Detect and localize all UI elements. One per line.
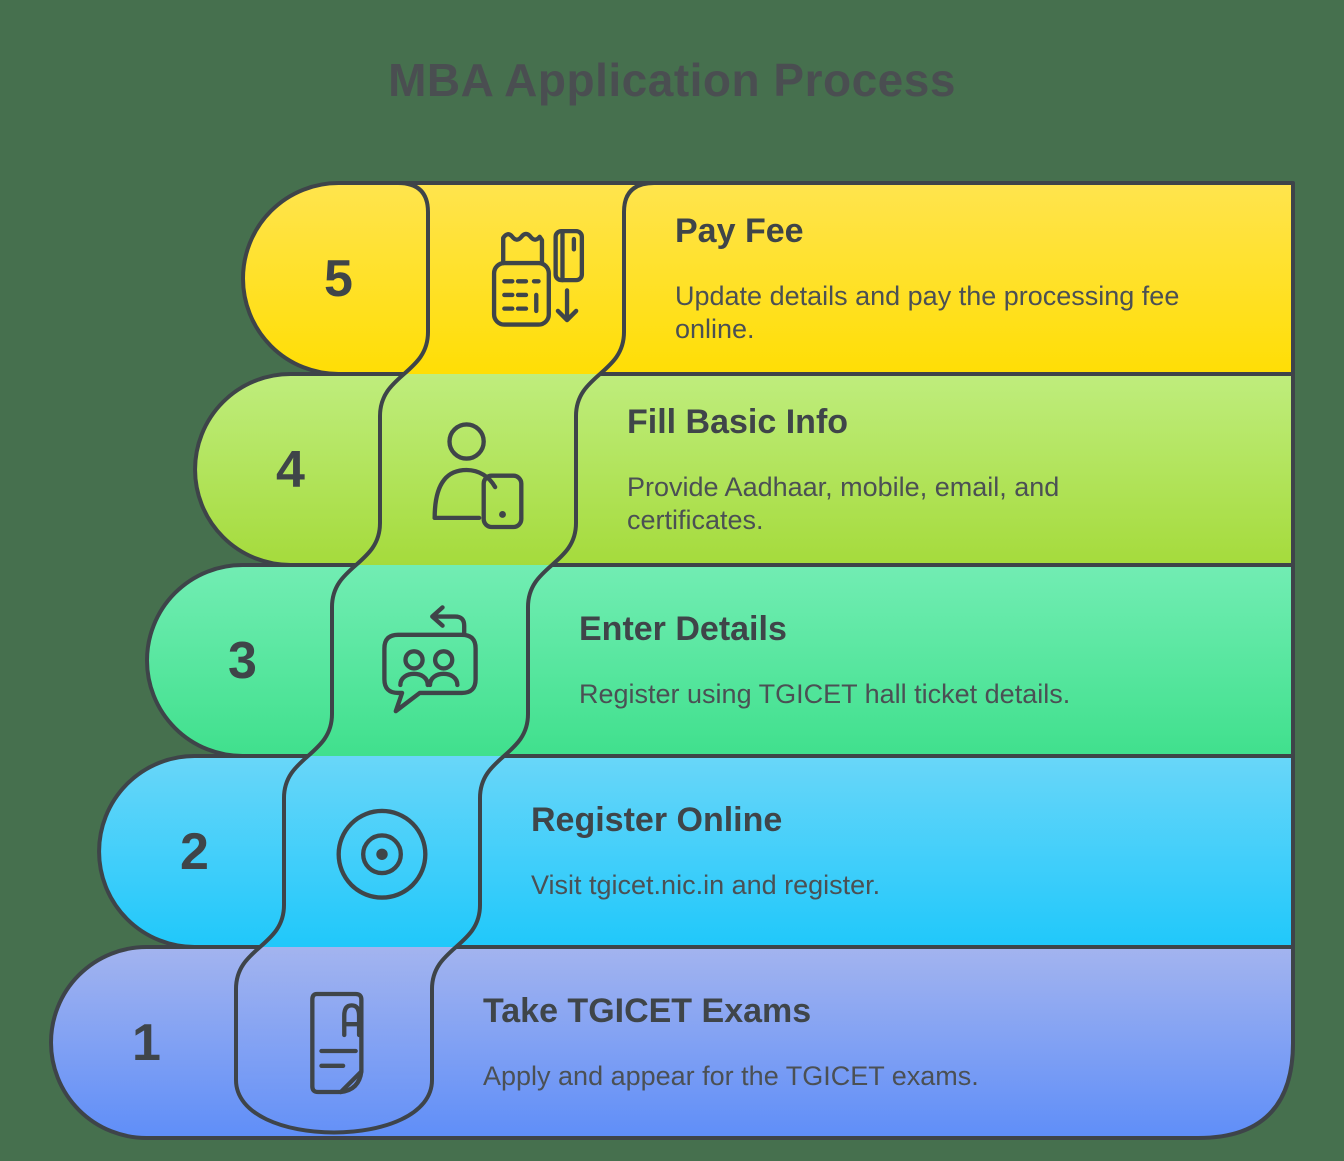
step-text-3: Enter Details Register using TGICET hall… — [579, 565, 1144, 756]
person-phone-icon — [380, 374, 576, 565]
step-number-5: 5 — [324, 249, 353, 308]
step-description: Register using TGICET hall ticket detail… — [579, 679, 1071, 710]
step-description: Apply and appear for the TGICET exams. — [483, 1061, 979, 1092]
chat-people-sync-icon — [332, 565, 528, 756]
step-band-3: 3 Enter Details Register using TGICET ha… — [147, 565, 1293, 756]
step-title: Enter Details — [579, 609, 787, 648]
step-text-1: Take TGICET Exams Apply and appear for t… — [483, 947, 1048, 1138]
connector-pipe-shape — [234, 181, 656, 1135]
step-title: Fill Basic Info — [627, 402, 849, 441]
step-number-2: 2 — [180, 822, 209, 881]
step-number-3: 3 — [228, 631, 257, 690]
step-band-5: 5 Pay Fee Update details and pay the pro… — [243, 183, 1293, 374]
step-text-5: Pay Fee Update details and pay the proce… — [675, 183, 1240, 374]
step-number-1: 1 — [132, 1013, 161, 1072]
step-text-4: Fill Basic Info Provide Aadhaar, mobile,… — [627, 374, 1192, 565]
step-band-2: 2 Register Online Visit tgicet.nic.in an… — [99, 756, 1293, 947]
step-description: Visit tgicet.nic.in and register. — [531, 870, 881, 901]
page-title: MBA Application Process — [388, 53, 956, 106]
payment-terminal-card-icon — [428, 183, 624, 374]
step-title: Pay Fee — [675, 211, 804, 250]
document-a-icon — [236, 947, 432, 1138]
step-description: Provide Aadhaar, mobile, email, and cert… — [627, 471, 1060, 535]
step-title: Register Online — [531, 800, 783, 839]
step-title: Take TGICET Exams — [483, 991, 812, 1030]
step-band-1: 1 Take TGICET Exams Apply and appear for… — [51, 947, 1293, 1138]
step-description: Update details and pay the processing fe… — [675, 280, 1180, 344]
step-number-4: 4 — [276, 440, 305, 499]
step-band-4: 4 Fill Basic Info Provide Aadhaar, mobil… — [195, 374, 1293, 565]
step-text-2: Register Online Visit tgicet.nic.in and … — [531, 756, 1096, 947]
target-circles-icon — [284, 756, 480, 947]
